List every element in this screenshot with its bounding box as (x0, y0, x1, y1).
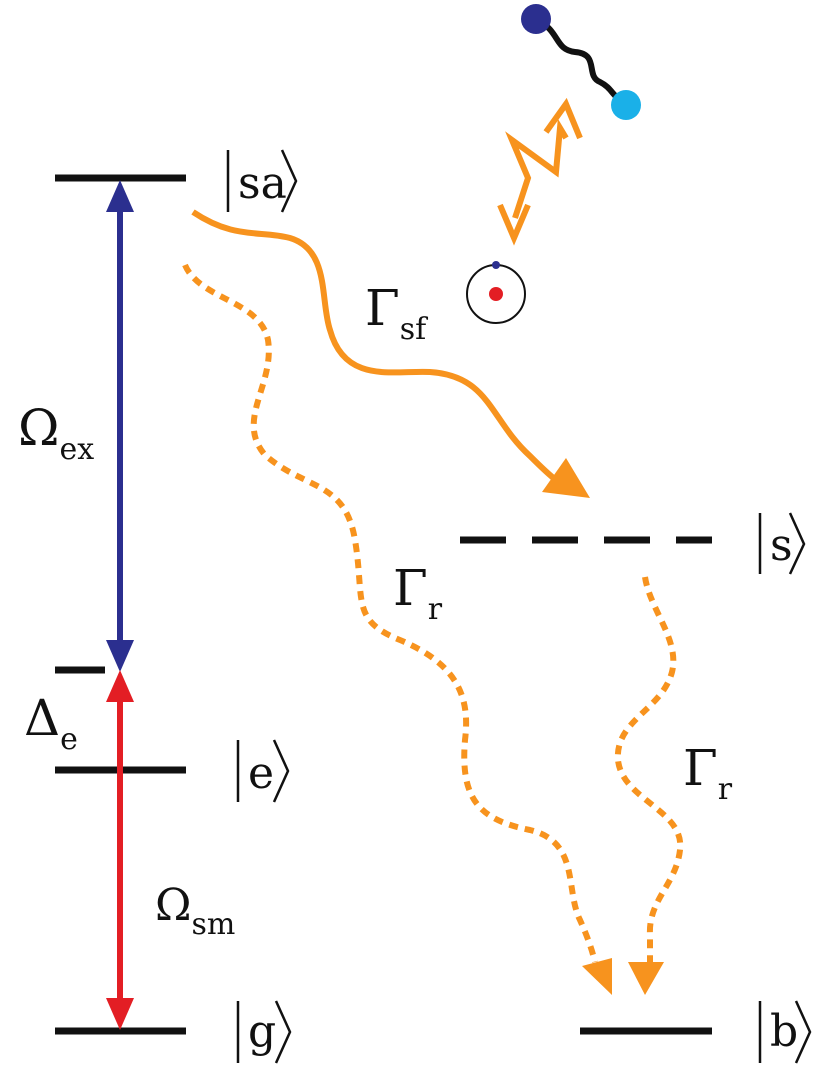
ket-b-text: b (770, 1006, 798, 1057)
decay-arrow-sf (191, 209, 590, 498)
omega-ex-label: Ωex (18, 399, 94, 467)
excitation-arrow (106, 180, 134, 672)
ket-g-text: g (248, 1006, 276, 1057)
ket-g: g (236, 1000, 292, 1064)
ket-s-text: s (770, 520, 793, 571)
ket-sa: sa (226, 149, 298, 213)
delta-e-label: Δe (24, 689, 78, 757)
decay-arrow-r1 (182, 263, 612, 995)
zigzag-double-arrow-icon (497, 97, 583, 246)
gamma-r-label-2: Γr (683, 739, 733, 807)
ket-b: b (758, 1000, 812, 1064)
ket-s: s (758, 512, 806, 575)
ket-e: e (236, 739, 290, 803)
gamma-r-label-1: Γr (393, 559, 443, 627)
omega-sm-label: Ωsm (155, 880, 235, 942)
gamma-sf-label: Γsf (365, 279, 428, 347)
ket-sa-text: sa (238, 158, 287, 209)
atom-icon (466, 261, 526, 324)
molecule-icon (521, 4, 641, 120)
drive-arrow (106, 670, 134, 1030)
ket-e-text: e (248, 748, 274, 799)
decay-arrow-r2 (614, 576, 684, 995)
